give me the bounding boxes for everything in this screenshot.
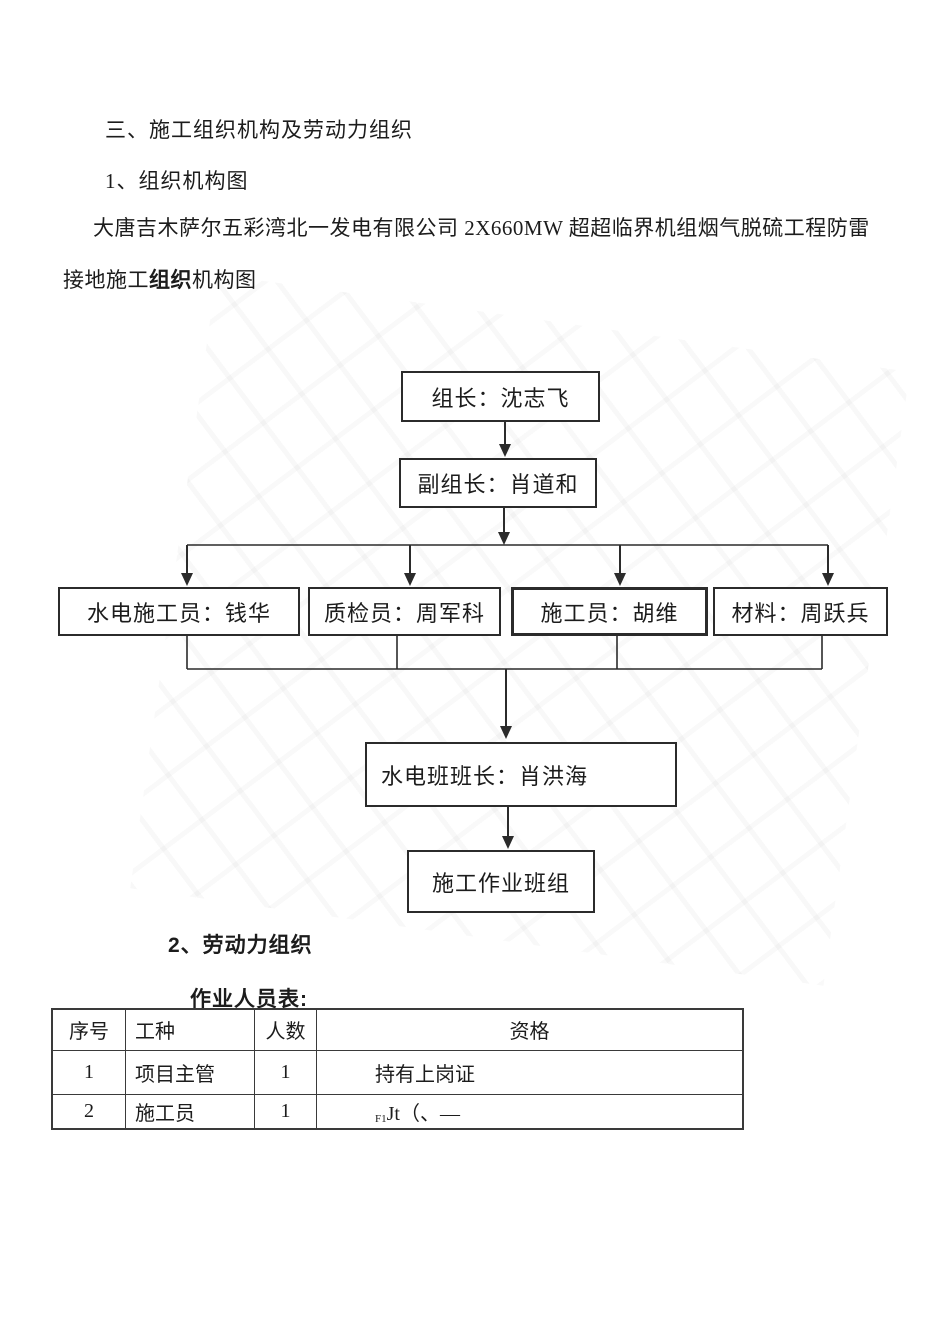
cell-qualification-prefix: F1 (375, 1112, 387, 1125)
org-node-deputy-leader: 副组长：肖道和 (399, 458, 597, 508)
cell-qualification: F1Jt（、— (316, 1093, 744, 1130)
org-node-work-crew: 施工作业班组 (407, 850, 595, 913)
cell-qualification-text: Jt（、— (386, 1102, 460, 1125)
worker-table: 序号 工种 人数 资格 1 项目主管 1 持有上岗证 2 施工员 1 F1Jt（… (51, 1008, 744, 1130)
cell-no: 2 (51, 1093, 126, 1130)
org-node-hydropower-constructor: 水电施工员：钱华 (58, 587, 300, 636)
cell-trade: 项目主管 (125, 1049, 255, 1095)
cell-count: 1 (254, 1093, 317, 1130)
table-row: 1 项目主管 1 持有上岗证 (51, 1049, 744, 1095)
paragraph-line-2-post: 机构图 (192, 268, 257, 292)
table-caption: 作业人员表: (190, 988, 308, 1011)
table-header-row: 序号 工种 人数 资格 (51, 1008, 744, 1051)
cell-no: 1 (51, 1049, 126, 1095)
header-qualification: 资格 (316, 1008, 744, 1051)
org-node-materials: 材料：周跃兵 (713, 587, 888, 636)
paragraph-line-2-pre: 接地施工 (63, 268, 149, 292)
paragraph-line-1: 大唐吉木萨尔五彩湾北一发电有限公司 2X660MW 超超临界机组烟气脱硫工程防雷 (93, 216, 870, 240)
cell-qualification: 持有上岗证 (316, 1049, 744, 1095)
org-node-quality-inspector: 质检员：周军科 (308, 587, 501, 636)
org-node-constructor: 施工员：胡维 (511, 587, 708, 636)
header-count: 人数 (254, 1008, 317, 1051)
header-trade: 工种 (125, 1008, 255, 1051)
paragraph-line-2-bold: 组织 (149, 269, 192, 292)
org-node-leader: 组长：沈志飞 (401, 371, 600, 422)
table-row: 2 施工员 1 F1Jt（、— (51, 1093, 744, 1130)
sub-heading-labor: 2、劳动力组织 (168, 934, 313, 957)
cell-count: 1 (254, 1049, 317, 1095)
header-no: 序号 (51, 1008, 126, 1051)
sub-heading-org-chart: 1、组织机构图 (105, 169, 249, 193)
section-heading: 三、施工组织机构及劳动力组织 (105, 118, 413, 142)
org-node-team-leader: 水电班班长：肖洪海 (365, 742, 677, 807)
cell-trade: 施工员 (125, 1093, 255, 1130)
paragraph-line-2: 接地施工组织机构图 (63, 264, 257, 294)
